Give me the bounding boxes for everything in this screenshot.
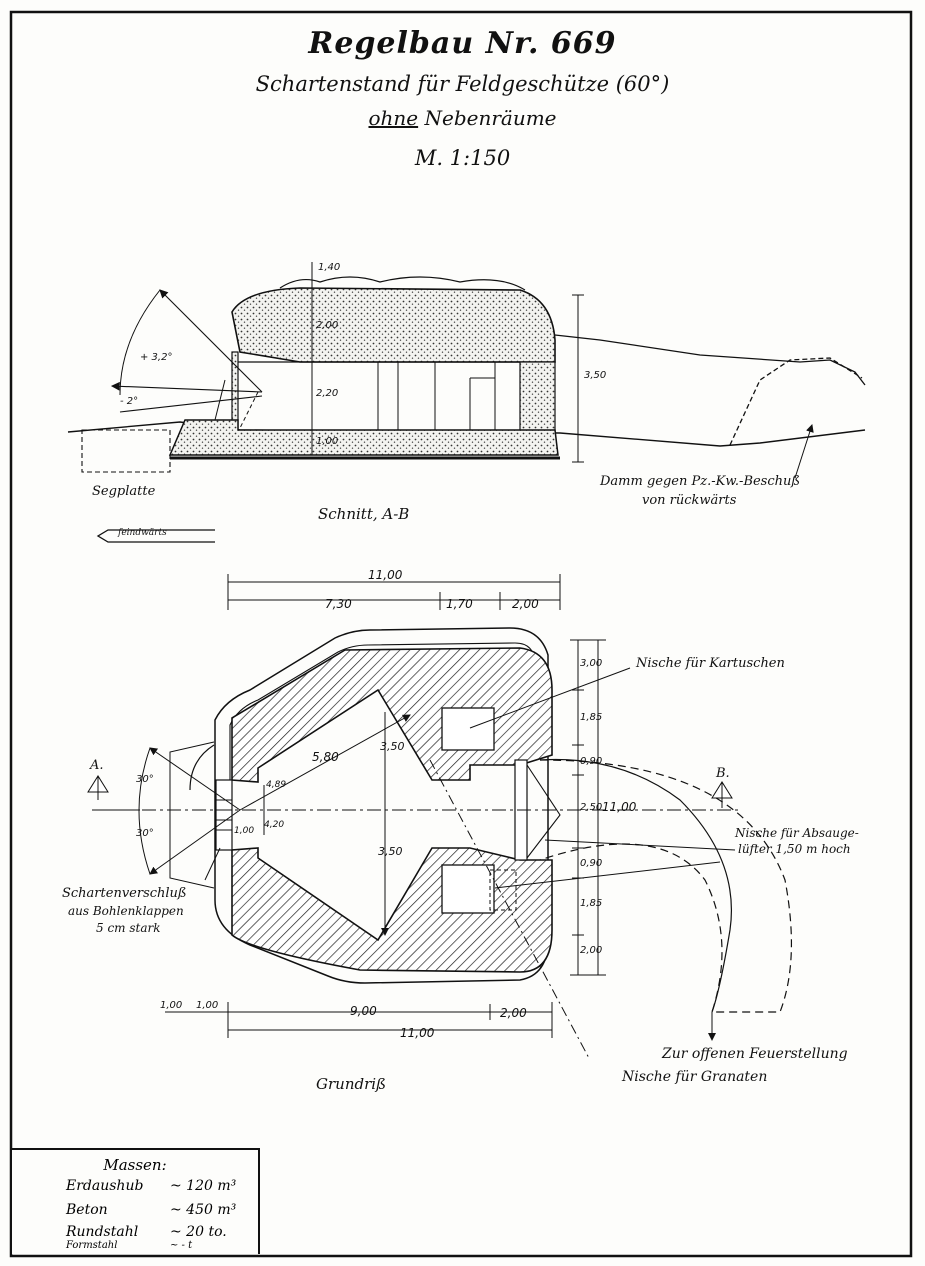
label-absaug-2: lüfter 1,50 m hoch xyxy=(738,842,851,856)
dim-top-3: 2,00 xyxy=(512,597,539,611)
angle-lower: 30° xyxy=(136,828,154,839)
mass-label: Beton xyxy=(66,1202,108,1218)
dim-right-2: 1,85 xyxy=(580,712,603,723)
mass-row: Rundstahl ~ 20 to. xyxy=(66,1224,227,1240)
earth-roof-cover xyxy=(279,276,526,291)
label-scharten-3: 5 cm stark xyxy=(96,921,161,935)
mass-row: Erdaushub ~ 120 m³ xyxy=(66,1178,236,1194)
dim-inner-width-lower: 3,50 xyxy=(378,845,403,858)
section-view xyxy=(67,262,866,543)
mass-row: Beton ~ 450 m³ xyxy=(66,1202,236,1218)
dim-total-height: 3,50 xyxy=(584,370,607,381)
damm-label-2: von rückwärts xyxy=(642,493,737,508)
mass-row: Formstahl ~ - t xyxy=(66,1240,192,1251)
roof-concrete xyxy=(231,287,556,363)
label-kartuschen: Nische für Kartuschen xyxy=(636,656,785,671)
dim-roof-top: 1,40 xyxy=(318,262,341,273)
page-title: Regelbau Nr. 669 xyxy=(308,26,617,61)
route-feuerstellung xyxy=(539,759,793,1013)
dim-interior: 2,20 xyxy=(316,388,339,399)
subtitle-rest: Nebenräume xyxy=(424,106,557,130)
embrasure xyxy=(215,779,233,851)
floor-slab xyxy=(168,419,559,456)
dim-top-total: 11,00 xyxy=(368,568,403,582)
niche-granaten xyxy=(441,864,495,914)
dim-right-7: 2,00 xyxy=(580,945,603,956)
dim-floor: 1,00 xyxy=(316,436,339,447)
dim-bottom-2: 1,00 xyxy=(196,1000,219,1011)
masses-table: Massen: Erdaushub~ 120 m³ Beton~ 450 m³ … xyxy=(12,1148,260,1254)
mass-value: ~ 450 m³ xyxy=(170,1202,237,1218)
dim-angle-low: - 2° xyxy=(120,396,139,407)
dim-inner-depth: 5,80 xyxy=(312,750,339,764)
dim-top-1: 7,30 xyxy=(325,597,352,611)
dim-right-4: 2,50 xyxy=(580,802,603,813)
earth-cover xyxy=(554,334,866,386)
rear-wall xyxy=(519,361,556,433)
mass-label: Formstahl xyxy=(66,1240,118,1251)
dim-emb-b: 4,20 xyxy=(264,820,285,830)
damm-label-1: Damm gegen Pz.-Kw.-Beschuß xyxy=(600,474,801,489)
dim-right-6: 1,85 xyxy=(580,898,603,909)
angle-upper: 30° xyxy=(136,774,154,785)
dim-right-5: 0,90 xyxy=(580,858,603,869)
dim-right-3: 0,90 xyxy=(580,756,603,767)
plan-caption: Grundriß xyxy=(316,1075,387,1093)
label-scharten-2: aus Bohlenklappen xyxy=(68,904,184,918)
dim-inner-width-upper: 3,50 xyxy=(380,740,405,753)
masses-title: Massen: xyxy=(103,1156,167,1174)
dim-bottom-total: 11,00 xyxy=(400,1026,435,1040)
dim-bottom-1: 1,00 xyxy=(160,1000,183,1011)
label-scharten-1: Schartenverschluß xyxy=(62,886,187,901)
subtitle: Schartenstand für Feldgeschütze (60°) xyxy=(255,72,670,96)
plan-view xyxy=(87,574,793,1061)
dim-angle-up: + 3,2° xyxy=(140,352,173,363)
mass-value: ~ 20 to. xyxy=(170,1224,227,1240)
dim-bottom-3: 9,00 xyxy=(350,1004,377,1018)
label-feuerstellung: Zur offenen Feuerstellung xyxy=(662,1046,848,1062)
marker-b: B. xyxy=(716,766,730,781)
dim-bottom-4: 2,00 xyxy=(500,1006,527,1020)
dim-right-total: 11,00 xyxy=(602,800,637,814)
subtitle-line-2: ohne Nebenräume xyxy=(0,106,925,130)
mass-value: ~ 120 m³ xyxy=(170,1178,237,1194)
scale-label: M. 1:150 xyxy=(414,146,511,170)
feindwaerts-arrow xyxy=(96,529,215,543)
ground-line xyxy=(67,421,866,447)
label-granaten: Nische für Granaten xyxy=(622,1069,768,1085)
dim-right-1: 3,00 xyxy=(580,658,603,669)
dim-top-2: 1,70 xyxy=(446,597,473,611)
section-caption: Schnitt, A-B xyxy=(318,505,410,523)
dim-emb-a: 4,89 xyxy=(266,780,287,790)
niche-kartuschen xyxy=(441,707,495,751)
dim-roof: 2,00 xyxy=(316,320,339,331)
label-absaug-1: Nische für Absauge- xyxy=(735,826,859,840)
mass-label: Erdaushub xyxy=(66,1178,144,1194)
segplatte-label: Segplatte xyxy=(92,484,156,499)
segplatte-outline xyxy=(81,429,171,473)
damm-embankment xyxy=(729,357,863,446)
dim-emb-c: 1,00 xyxy=(234,826,255,836)
sheet-frame xyxy=(9,10,913,1258)
marker-a: A. xyxy=(90,758,104,773)
mass-label: Rundstahl xyxy=(66,1224,139,1240)
mass-value: ~ - t xyxy=(170,1240,193,1251)
underlined-word: ohne xyxy=(368,106,419,130)
feindwaerts-label: feindwärts xyxy=(118,528,167,538)
